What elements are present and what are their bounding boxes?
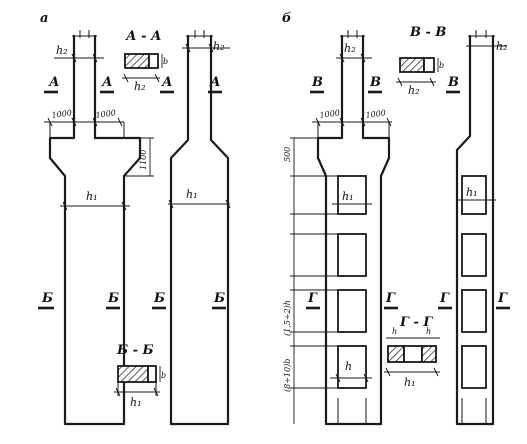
label-h1-gg: h₁: [404, 376, 416, 389]
column-a1: h₂ 1000 1000 1100 h₁: [44, 30, 154, 426]
label-h2-aa: h₂: [134, 80, 146, 93]
section-vv-title: В - В: [409, 25, 446, 40]
label-1100: 1100: [139, 150, 148, 170]
label-1000-b-left: 1000: [319, 108, 340, 120]
section-gg-title: Г - Г: [399, 315, 433, 330]
section-aa-title: А - А: [125, 29, 162, 44]
window-b1-2: [337, 233, 367, 277]
label-h2-b2: h₂: [496, 40, 508, 53]
section-gg-hatch-left: [387, 345, 405, 363]
cut-v-3: В: [447, 75, 459, 90]
window-b2-3: [461, 289, 487, 333]
cut-marks-g: Г Г Г Г: [306, 291, 510, 310]
label-b-vv: b: [439, 61, 444, 70]
cut-a-left: А: [48, 75, 60, 90]
section-gg-hatch-right: [421, 345, 437, 363]
label-h1-b1: h₁: [342, 190, 354, 203]
label-h-b1: h: [345, 360, 352, 373]
label-h-gg-left: h: [392, 327, 397, 336]
section-vv-hatch: [399, 57, 425, 73]
label-span1: (1,5÷2)h: [283, 300, 292, 336]
cut-v-2: В: [369, 75, 381, 90]
cut-b-3: Б: [153, 291, 165, 306]
cut-b-1: Б: [41, 291, 53, 306]
column-b1: h₂ 1000 1000 h₁ h: [312, 30, 392, 426]
label-h2-a1: h₂: [56, 44, 68, 57]
panel-a: а h₂ 1000 1000 1100: [38, 11, 231, 426]
section-aa-hatch: [124, 53, 150, 69]
column-b2: h₂ h₁: [455, 30, 508, 426]
column-a1-outline: [48, 34, 142, 426]
label-b-bb: b: [161, 371, 166, 380]
label-1000-b-right: 1000: [365, 108, 386, 120]
label-1000-a-left: 1000: [51, 108, 72, 120]
label-h2-b1: h₂: [344, 42, 356, 55]
section-gg: Г - Г h h h₁: [384, 315, 440, 389]
label-h1-bb: h₁: [130, 396, 142, 409]
cut-a-mid2: А: [161, 75, 173, 90]
label-h1-a1: h₁: [86, 190, 98, 203]
cut-g-3: Г: [439, 291, 450, 306]
label-500: 500: [283, 147, 292, 162]
cut-g-1: Г: [307, 291, 318, 306]
cut-g-2: Г: [385, 291, 396, 306]
window-b1-4: [337, 345, 367, 389]
column-a2-outline: [169, 34, 230, 426]
window-b1-3: [337, 289, 367, 333]
cut-marks-b: Б Б Б Б: [38, 291, 226, 310]
window-b2-2: [461, 233, 487, 277]
cut-g-4: Г: [497, 291, 508, 306]
cut-marks-a: А А А А: [44, 75, 222, 94]
label-span2: (8÷10)b: [283, 359, 292, 392]
section-bb: Б - Б b h₁: [114, 343, 166, 409]
panel-a-title: а: [40, 11, 48, 26]
column-a2: h₂ h₁: [168, 30, 231, 426]
section-bb-title: Б - Б: [116, 343, 154, 358]
window-b1-1: [337, 175, 367, 215]
window-b2-1: [461, 175, 487, 215]
label-b-aa: b: [163, 57, 168, 66]
section-vv-void: [423, 57, 435, 73]
section-aa-void: [148, 53, 159, 69]
label-1000-a-right: 1000: [95, 108, 116, 120]
column-b2-outline: [455, 34, 495, 426]
cut-a-mid: А: [101, 75, 113, 90]
window-b2-4: [461, 345, 487, 389]
cut-b-4: Б: [213, 291, 225, 306]
panel-b-title: б: [282, 11, 292, 26]
panel-b: б h₂ 1000: [282, 11, 510, 426]
section-bb-void: [147, 365, 157, 383]
label-h1-b2: h₁: [466, 186, 478, 199]
section-bb-hatch: [117, 365, 149, 383]
label-h2-vv: h₂: [408, 84, 420, 97]
cut-b-2: Б: [107, 291, 119, 306]
section-aa: А - А b h₂: [122, 29, 168, 93]
cut-marks-v: В В В: [310, 75, 460, 94]
label-h1-a2: h₁: [186, 188, 198, 201]
vertical-dim-chain: 500 (1,5÷2)h (8÷10)b: [283, 137, 338, 424]
label-h-gg-right: h: [426, 327, 431, 336]
cut-v-1: В: [311, 75, 323, 90]
section-vv: В - В b h₂: [396, 25, 446, 97]
label-h2-a2: h₂: [213, 40, 225, 53]
cut-a-right: А: [209, 75, 221, 90]
section-gg-void: [403, 345, 423, 363]
